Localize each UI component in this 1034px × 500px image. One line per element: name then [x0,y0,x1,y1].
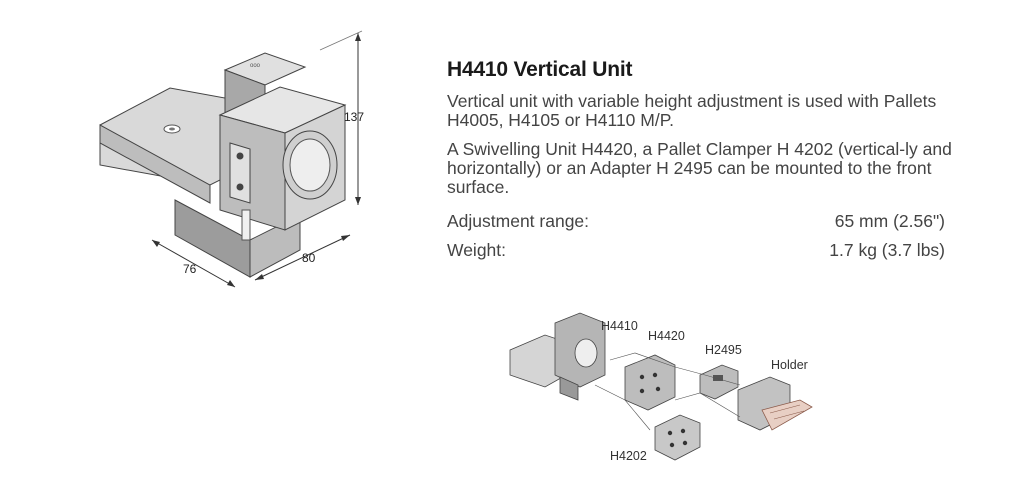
width-dimension: 80 [302,251,316,265]
pallet-front [99,124,211,204]
spec-row: Weight: 1.7 kg (3.7 lbs) [447,240,945,261]
h4420-label: H4420 [648,329,685,343]
spec-label: Adjustment range: [447,211,590,231]
spec-value: 1.7 kg (3.7 lbs) [829,240,945,260]
product-title: H4410 Vertical Unit [447,58,633,81]
spec-label: Weight: [447,240,507,260]
svg-text:ooo: ooo [250,63,261,69]
depth-dimension: 76 [183,262,197,276]
h4202-label: H4202 [610,449,647,463]
bore [289,138,331,192]
assembly-diagram: H4410 H4420 H2495 Holder H4202 [509,312,813,463]
h2495-label: H2495 [705,343,742,357]
spec-row: Adjustment range: 65 mm (2.56") [447,211,945,232]
description-paragraph-1: Vertical unit with variable height adjus… [447,91,937,130]
clamp-plate [229,142,251,204]
height-dimension: 137 [344,110,364,124]
spec-value: 65 mm (2.56") [834,211,945,231]
holder-label: Holder [771,358,808,372]
description-paragraph-2: A Swivelling Unit H4420, a Pallet Clampe… [447,139,952,197]
h4410-label: H4410 [601,319,638,333]
product-drawing: ooo 137 80 76 [99,30,364,288]
